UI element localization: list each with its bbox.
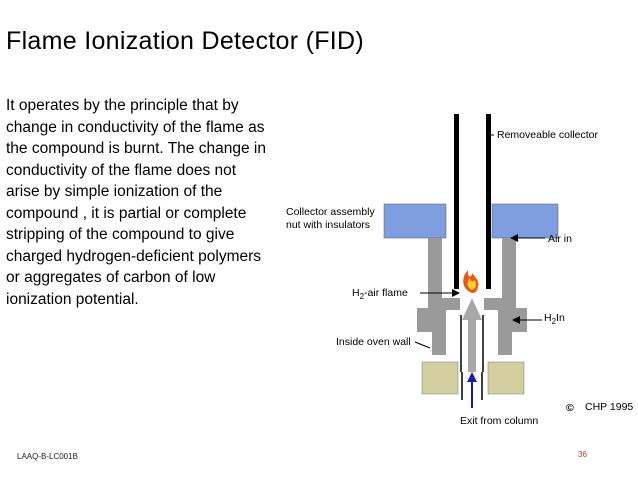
label-copyright: CHP 1995 <box>585 401 633 413</box>
fid-diagram: Removeable collector Collector assembly … <box>286 114 633 427</box>
h2-in-arrowhead <box>512 316 520 324</box>
collector-wall-right <box>486 114 491 289</box>
collector-nut-left <box>383 203 447 239</box>
detector-body-left <box>417 238 460 355</box>
label-collector-assembly-1: Collector assembly <box>286 206 375 218</box>
air-in-arrowhead <box>510 234 518 242</box>
collector-nut-right <box>491 203 559 239</box>
label-removable-collector: Removeable collector <box>497 129 598 141</box>
label-air-in: Air in <box>548 233 572 245</box>
flame-core <box>467 278 477 290</box>
oven-block-right <box>487 361 525 395</box>
footer-code: LAAQ-B-LC001B <box>17 452 78 461</box>
label-collector-assembly-2: nut with insulators <box>286 219 370 231</box>
slide-title: Flame Ionization Detector (FID) <box>6 27 365 55</box>
column-inlet-arrowhead <box>467 372 477 382</box>
label-inside-oven-wall: Inside oven wall <box>336 336 411 348</box>
label-exit-from-column: Exit from column <box>460 415 538 427</box>
h2-flame-arrowhead <box>452 289 460 297</box>
copyright-icon: © <box>566 402 574 414</box>
jet <box>462 298 482 372</box>
label-h2-in: H2In <box>544 312 565 326</box>
body-text: It operates by the principle that by cha… <box>6 97 266 308</box>
oven-block-left <box>421 361 459 395</box>
page-number: 36 <box>578 450 587 459</box>
label-h2-air-flame: H2-air flame <box>352 287 408 301</box>
oven-wall-leader <box>414 341 431 349</box>
detector-body-right <box>484 238 527 355</box>
collector-wall-left <box>454 114 459 289</box>
